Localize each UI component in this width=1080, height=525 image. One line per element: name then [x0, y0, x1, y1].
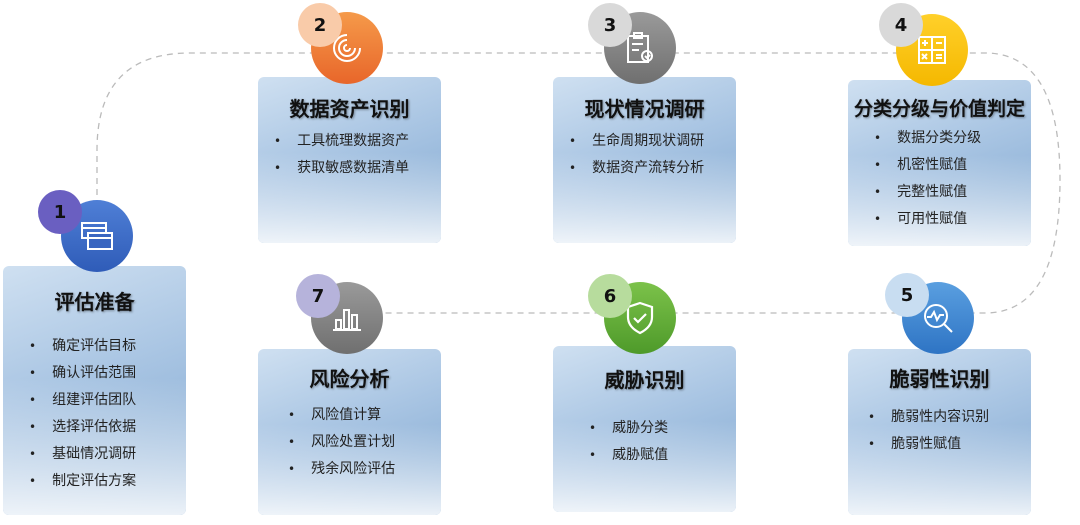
list-item: 威胁分类	[589, 415, 736, 442]
list-item: 脆弱性内容识别	[868, 404, 1031, 431]
list-item: 基础情况调研	[29, 441, 186, 468]
list-item: 机密性赋值	[874, 152, 1031, 179]
step-number-badge: 6	[588, 274, 632, 318]
step-number-badge: 1	[38, 190, 82, 234]
list-item: 选择评估依据	[29, 414, 186, 441]
step-title: 脆弱性识别	[889, 367, 990, 391]
step-title: 风险分析	[309, 367, 390, 391]
list-item: 工具梳理数据资产	[274, 128, 441, 155]
step-number-badge: 2	[298, 3, 342, 47]
list-item: 脆弱性赋值	[868, 431, 1031, 458]
list-item: 残余风险评估	[288, 456, 441, 483]
list-item: 生命周期现状调研	[569, 128, 736, 155]
step-number-badge: 7	[296, 274, 340, 318]
step-3-card: 现状情况调研 生命周期现状调研 数据资产流转分析	[553, 77, 736, 243]
step-title: 威胁识别	[604, 368, 685, 392]
list-item: 威胁赋值	[589, 442, 736, 469]
step-number-badge: 3	[588, 3, 632, 47]
step-title: 现状情况调研	[584, 97, 705, 121]
list-item: 数据资产流转分析	[569, 155, 736, 182]
list-item: 数据分类分级	[874, 125, 1031, 152]
step-1-card: 评估准备 确定评估目标 确认评估范围 组建评估团队 选择评估依据 基础情况调研 …	[3, 266, 186, 515]
list-item: 获取敏感数据清单	[274, 155, 441, 182]
list-item: 确认评估范围	[29, 360, 186, 387]
list-item: 确定评估目标	[29, 333, 186, 360]
step-title: 评估准备	[54, 290, 135, 314]
list-item: 风险值计算	[288, 402, 441, 429]
step-5-card: 脆弱性识别 脆弱性内容识别 脆弱性赋值	[848, 349, 1031, 515]
list-item: 制定评估方案	[29, 468, 186, 495]
step-6-card: 威胁识别 威胁分类 威胁赋值	[553, 346, 736, 512]
step-title: 分类分级与价值判定	[853, 98, 1025, 120]
step-number-badge: 4	[879, 3, 923, 47]
list-item: 组建评估团队	[29, 387, 186, 414]
list-item: 完整性赋值	[874, 179, 1031, 206]
step-title: 数据资产识别	[289, 97, 410, 121]
step-4-card: 分类分级与价值判定 数据分类分级 机密性赋值 完整性赋值 可用性赋值	[848, 80, 1031, 246]
step-7-card: 风险分析 风险值计算 风险处置计划 残余风险评估	[258, 349, 441, 515]
list-item: 可用性赋值	[874, 206, 1031, 233]
list-item: 风险处置计划	[288, 429, 441, 456]
step-2-card: 数据资产识别 工具梳理数据资产 获取敏感数据清单	[258, 77, 441, 243]
step-number-badge: 5	[885, 273, 929, 317]
